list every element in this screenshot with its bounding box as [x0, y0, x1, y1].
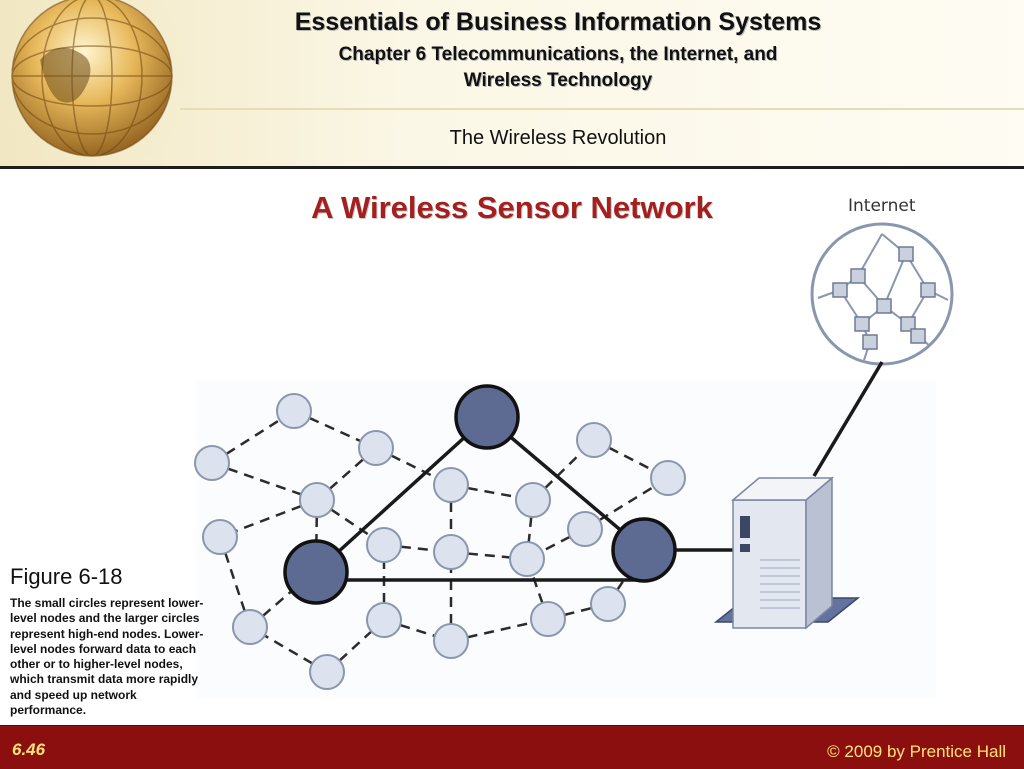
internet-cloud: Internet: [810, 196, 954, 366]
figure-label: Figure 6-18: [10, 564, 123, 589]
small-node: [567, 511, 603, 547]
internet-hosts: [832, 246, 936, 350]
small-node: [194, 445, 230, 481]
copyright-notice: © 2009 by Prentice Hall: [827, 742, 1006, 761]
small-node: [358, 430, 394, 466]
slide-title: A Wireless Sensor Network: [311, 190, 713, 225]
figure-caption: The small circles represent lower-level …: [10, 596, 204, 718]
small-node: [366, 602, 402, 638]
small-node: [433, 534, 469, 570]
section-title: The Wireless Revolution: [449, 127, 667, 149]
large-node: [454, 384, 520, 450]
small-node: [232, 609, 268, 645]
chapter-title-line1: Chapter 6 Telecommunications, the Intern…: [338, 44, 778, 65]
small-node: [509, 541, 545, 577]
small-node: [590, 586, 626, 622]
internet-label: Internet: [848, 196, 916, 216]
small-node: [433, 623, 469, 659]
course-title: Essentials of Business Information Syste…: [294, 8, 822, 36]
slide-number: 6.46: [12, 740, 46, 759]
header-divider: [0, 166, 1024, 169]
small-node: [576, 422, 612, 458]
small-node: [202, 519, 238, 555]
server-icon: [713, 476, 861, 630]
globe-icon: [0, 0, 198, 168]
small-node: [366, 527, 402, 563]
large-node: [283, 539, 349, 605]
small-node: [433, 467, 469, 503]
small-node: [650, 460, 686, 496]
header-rule: [180, 108, 1024, 110]
high-level-nodes: [283, 384, 677, 605]
slide-footer: [0, 725, 1024, 769]
small-node: [276, 393, 312, 429]
small-node: [299, 482, 335, 518]
large-node: [611, 517, 677, 583]
small-node: [515, 482, 551, 518]
lower-level-nodes: [194, 393, 686, 690]
chapter-title-line2: Wireless Technology: [463, 70, 653, 91]
small-node: [309, 654, 345, 690]
small-node: [530, 601, 566, 637]
